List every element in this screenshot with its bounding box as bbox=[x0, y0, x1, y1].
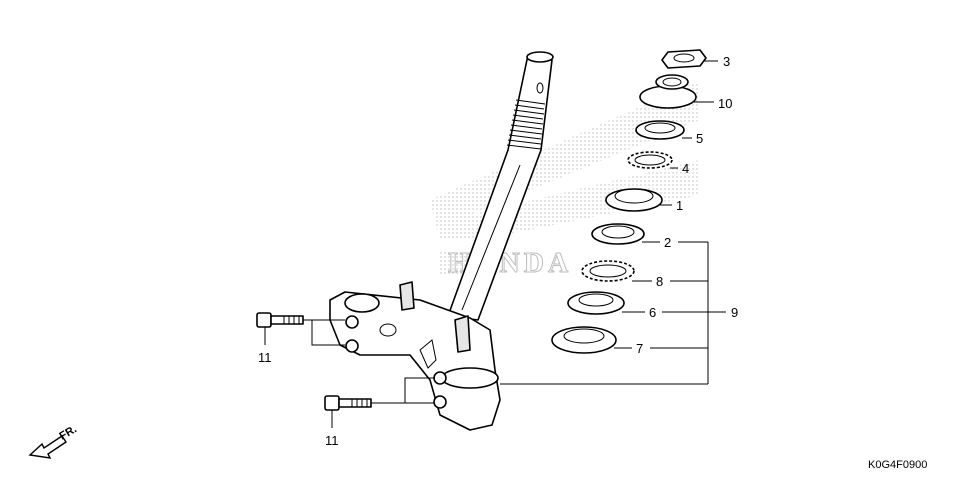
part-8-balls bbox=[581, 260, 635, 282]
part-1-race bbox=[605, 188, 663, 212]
parts-stack bbox=[551, 49, 707, 354]
steering-stem bbox=[447, 51, 554, 321]
leader-lines bbox=[264, 60, 726, 428]
bottom-bridge bbox=[329, 281, 501, 431]
bolt-lower bbox=[324, 395, 372, 411]
part-5-race bbox=[635, 120, 685, 140]
callout-8: 8 bbox=[656, 274, 663, 289]
part-7-seal bbox=[551, 326, 617, 354]
callout-7: 7 bbox=[636, 341, 643, 356]
callout-11-upper: 11 bbox=[258, 350, 272, 365]
callout-3: 3 bbox=[723, 54, 730, 69]
fr-label: FR. bbox=[58, 423, 79, 442]
callout-1: 1 bbox=[676, 198, 683, 213]
part-4-balls bbox=[627, 151, 673, 169]
diagram-code: K0G4F0900 bbox=[868, 459, 927, 471]
callout-4: 4 bbox=[682, 161, 689, 176]
part-3-nut bbox=[661, 49, 707, 69]
honda-wing-watermark: HONDA bbox=[430, 80, 700, 280]
callout-9: 9 bbox=[731, 305, 738, 320]
callout-10: 10 bbox=[718, 96, 732, 111]
callout-2: 2 bbox=[664, 235, 671, 250]
bolt-upper bbox=[256, 312, 304, 328]
part-10-nut bbox=[639, 74, 697, 109]
callout-11-lower: 11 bbox=[325, 433, 339, 448]
callout-5: 5 bbox=[696, 131, 703, 146]
front-direction-arrow: FR. bbox=[28, 423, 79, 459]
callout-6: 6 bbox=[649, 305, 656, 320]
part-2-race bbox=[591, 223, 645, 245]
part-6-race bbox=[567, 291, 625, 315]
